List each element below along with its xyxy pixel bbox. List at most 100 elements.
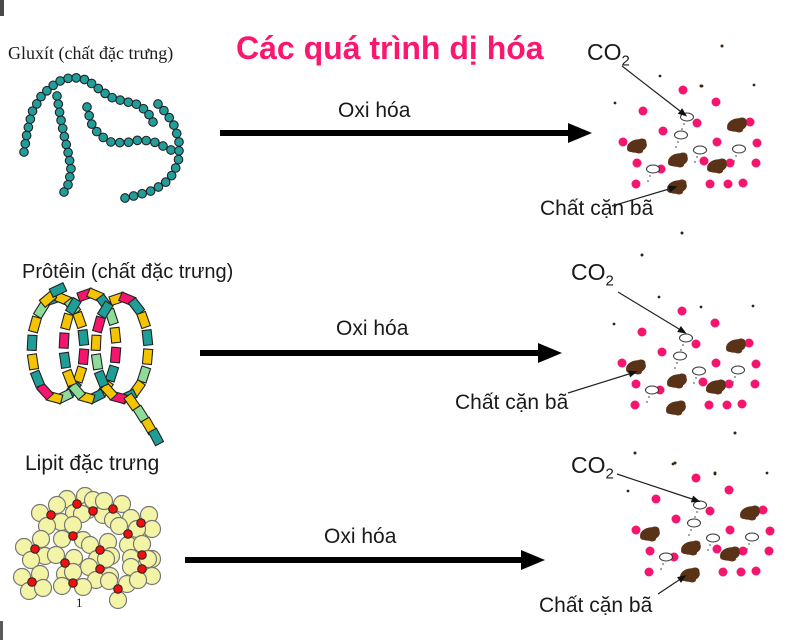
co2-bubble-icon	[673, 351, 687, 369]
released-particle-dot	[637, 327, 647, 337]
released-particle-dot	[645, 546, 655, 556]
released-particle-dot	[631, 379, 641, 389]
released-particle-dot	[632, 158, 642, 168]
released-particle-dot	[752, 138, 762, 148]
released-particle-dot	[698, 377, 708, 387]
released-particle-dot	[725, 525, 735, 535]
released-particle-dot	[738, 546, 748, 556]
waste-pointer-row3	[657, 575, 687, 595]
waste-blob	[681, 540, 701, 556]
released-particle-dot	[704, 400, 714, 410]
product-cluster-row2	[612, 295, 761, 416]
stray-specks	[633, 44, 737, 475]
page-title: Các quá trình dị hóa	[236, 30, 544, 66]
waste-blob	[668, 152, 688, 168]
product-cluster-row1	[613, 74, 762, 195]
lipit-molecule	[12, 486, 162, 610]
released-particle-dot	[723, 179, 733, 189]
waste-label-row2: Chất cặn bã	[455, 391, 569, 414]
co2-bubble-icon	[732, 144, 746, 162]
released-particle-dot	[724, 379, 734, 389]
released-particle-dot	[678, 85, 688, 95]
oxidation-arrow-row1	[220, 123, 592, 143]
oxidation-arrow-row2	[200, 343, 562, 363]
released-particle-dot	[657, 347, 667, 357]
oxidation-label-row3: Oxi hóa	[324, 525, 397, 548]
released-particle-dot	[617, 358, 627, 368]
released-particle-dot	[618, 137, 628, 147]
released-particle-dot	[712, 137, 722, 147]
co2-bubble-icon	[706, 533, 720, 551]
co2-bubble-icon	[646, 164, 660, 182]
released-particle-dot	[644, 567, 654, 577]
released-particle-dot	[705, 179, 715, 189]
released-particle-dot	[725, 158, 735, 168]
released-particle-dot	[658, 126, 668, 136]
released-particle-dot	[751, 158, 761, 168]
released-particle-dot	[705, 506, 715, 516]
waste-blob	[667, 373, 687, 389]
co2-label-row1: CO2	[587, 39, 630, 70]
co2-bubble-icon	[659, 552, 673, 570]
released-particle-dot	[638, 106, 648, 116]
co2-bubble-icon	[680, 112, 694, 130]
released-particle-dot	[691, 473, 701, 483]
oxidation-label-row1: Oxi hóa	[338, 99, 411, 122]
released-particle-dot	[691, 339, 701, 349]
co2-label-row2: CO2	[571, 259, 614, 290]
released-particle-dot	[692, 118, 702, 128]
co2-bubble-icon	[687, 518, 701, 536]
protein-molecule	[26, 282, 165, 447]
top-left-edge-mark	[0, 0, 4, 16]
waste-blob	[727, 117, 747, 133]
co2-bubble-icon	[645, 385, 659, 403]
gluxit-label: Gluxít (chất đặc trưng)	[8, 43, 174, 63]
waste-blob	[627, 138, 647, 154]
released-particle-dot	[711, 97, 721, 107]
released-particle-dot	[765, 526, 775, 536]
released-particle-dot	[745, 117, 755, 127]
gluxit-molecule	[19, 72, 184, 203]
released-particle-dot	[671, 514, 681, 524]
lipit-label: Lipit đặc trưng	[25, 452, 160, 475]
co2-pointer-row3	[616, 473, 701, 503]
co2-bubble-icon	[692, 366, 706, 384]
bottom-left-edge-mark	[0, 621, 3, 640]
co2-label-row3: CO2	[571, 452, 614, 483]
released-particle-dot	[724, 485, 734, 495]
waste-blob	[640, 526, 660, 542]
released-particle-dot	[712, 544, 722, 554]
released-particle-dot	[736, 567, 746, 577]
co2-bubble-icon	[674, 130, 688, 148]
released-particle-dot	[630, 400, 640, 410]
released-particle-dot	[751, 359, 761, 369]
waste-blob	[740, 505, 760, 521]
co2-bubble-icon	[731, 365, 745, 383]
released-particle-dot	[722, 400, 732, 410]
released-particle-dot	[751, 566, 761, 576]
released-particle-dot	[631, 525, 641, 535]
co2-pointer-row2	[617, 291, 687, 334]
waste-blob	[706, 379, 726, 395]
released-particle-dot	[651, 494, 661, 504]
oxidation-label-row2: Oxi hóa	[336, 317, 409, 340]
released-particle-dot	[677, 306, 687, 316]
product-cluster-row3	[626, 462, 775, 583]
co2-pointer-row1	[621, 65, 688, 117]
released-particle-dot	[764, 546, 774, 556]
waste-blob	[666, 400, 686, 416]
released-particle-dot	[737, 399, 747, 409]
co2-bubble-icon	[679, 333, 693, 351]
released-particle-dot	[711, 358, 721, 368]
waste-blob	[726, 338, 746, 354]
released-particle-dot	[718, 567, 728, 577]
waste-label-row1: Chất cặn bã	[540, 197, 654, 220]
waste-blob	[707, 158, 727, 174]
released-particle-dot	[699, 156, 709, 166]
released-particle-dot	[750, 379, 760, 389]
released-particle-dot	[758, 505, 768, 515]
released-particle-dot	[710, 318, 720, 328]
released-particle-dot	[738, 178, 748, 188]
